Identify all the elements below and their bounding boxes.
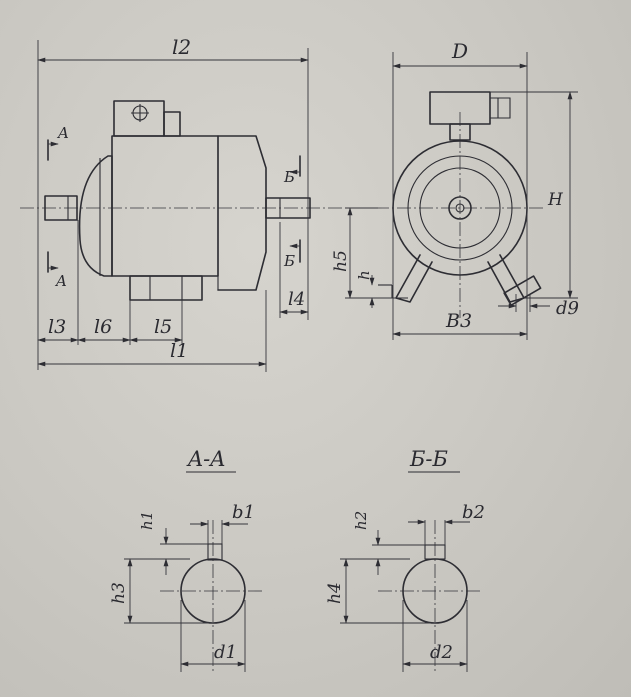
- dim-h2-label: h2: [352, 511, 370, 530]
- section-b-b: Б-Б h2 h4 b2 d2: [325, 447, 485, 672]
- section-a-label-bottom: A: [54, 272, 67, 290]
- dim-l2-label: l2: [172, 35, 191, 59]
- dim-height-label: H: [547, 190, 564, 210]
- dim-b1-label: b1: [232, 502, 255, 523]
- section-a-a: A-A h1 h3 b1 d1: [109, 447, 262, 672]
- left-shaft: [44, 195, 78, 221]
- mounting-feet: [129, 275, 203, 301]
- dim-h3-label: h3: [109, 582, 129, 604]
- section-a-label-top: A: [56, 124, 69, 142]
- shaft-circle: [448, 196, 472, 220]
- dim-l4-label: l4: [288, 289, 305, 310]
- section-a-title: A-A: [186, 447, 225, 471]
- right-foot: [487, 254, 525, 303]
- key-a: [207, 543, 223, 561]
- dim-b2-label: b2: [462, 502, 485, 523]
- key-b: [424, 544, 446, 560]
- motor-body: [111, 135, 219, 277]
- end-cap: [78, 155, 113, 277]
- dim-h1-label: h1: [138, 511, 156, 530]
- side-view: l2 l3 l6 l5 l1 l4 A A Б Б: [20, 35, 360, 372]
- dim-l5-label: l5: [154, 316, 172, 338]
- dim-D-label: D: [451, 39, 468, 63]
- end-view: D H h5 h B3 d9: [331, 39, 579, 340]
- dim-h5-label: h5: [331, 250, 351, 272]
- right-shield: [217, 135, 267, 291]
- dim-d9-label: d9: [556, 298, 579, 319]
- dim-b3-label: B3: [445, 310, 472, 332]
- dim-d1-label: d1: [214, 642, 237, 663]
- dim-l1-label: l1: [170, 340, 188, 362]
- left-foot: [395, 254, 433, 303]
- dim-l6-label: l6: [94, 316, 112, 338]
- dim-d2-label: d2: [430, 642, 453, 663]
- dim-h-label: h: [355, 270, 373, 280]
- right-shaft: [265, 197, 311, 219]
- dim-l3-label: l3: [48, 316, 66, 338]
- foot-bolt: [503, 275, 542, 306]
- section-b-label-top: Б: [283, 168, 295, 186]
- housing-inner: [407, 155, 513, 261]
- dim-h4-label: h4: [325, 582, 345, 604]
- section-b-title: Б-Б: [409, 447, 448, 471]
- section-b-label-bottom: Б: [283, 252, 295, 270]
